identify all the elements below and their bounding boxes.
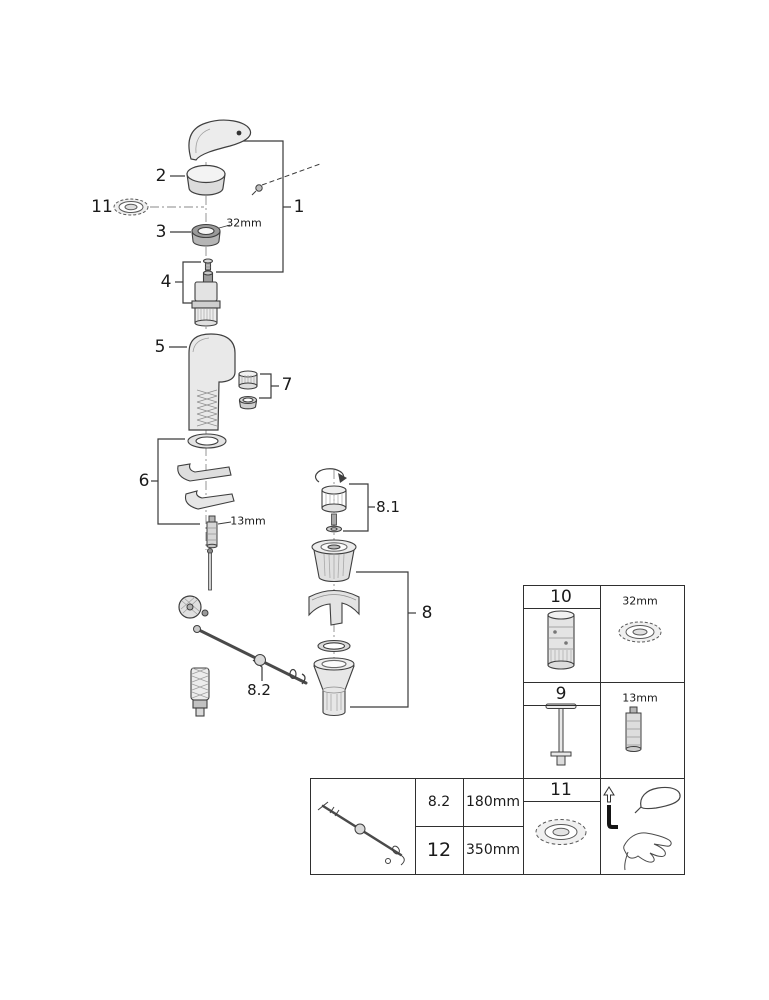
lower-linkage-group [178, 548, 308, 685]
callout-11: 11 [91, 197, 113, 217]
threaded-shank-hatch [196, 389, 218, 427]
parts-table-id-9: 9 [555, 684, 567, 704]
callout-7: 7 [281, 375, 293, 395]
cartridge-group [191, 258, 221, 327]
dim-label-13mm: 13mm [230, 514, 266, 528]
callout-8: 8 [421, 603, 433, 623]
callout-8-2: 8.2 [247, 681, 271, 699]
length-table-id-12: 12 [426, 839, 452, 861]
thumb-ring-11 [535, 819, 587, 845]
drain-flange-part [311, 539, 357, 583]
parts-table-id-11: 11 [550, 780, 572, 800]
handle-screw-part [251, 184, 263, 196]
thumb-ring-32mm [618, 621, 662, 643]
length-table-row-divider [415, 826, 523, 827]
drain-saddle-part [308, 589, 360, 626]
callout-6: 6 [138, 471, 150, 491]
parts-table-header-underline-11 [523, 801, 600, 802]
scalloped-ring-part [113, 198, 149, 216]
parts-table-id-10: 10 [550, 587, 572, 607]
faucet-body-part [188, 333, 236, 431]
parts-table [523, 585, 685, 875]
parts-table-row-divider-1 [523, 682, 685, 683]
ring-nut-part [191, 223, 221, 247]
callout-5: 5 [154, 337, 166, 357]
parts-table-header-underline-9 [523, 705, 600, 706]
parts-table-row-divider-2 [523, 778, 685, 779]
parts-table-dim-13mm: 13mm [622, 691, 658, 705]
thumb-part-10 [547, 610, 575, 670]
length-table-value-180mm: 180mm [466, 794, 520, 810]
callout-2: 2 [155, 166, 167, 186]
flex-hose-part [190, 667, 210, 717]
callout-brackets [151, 140, 416, 708]
length-table-id-8-2: 8.2 [427, 794, 451, 810]
pullrod-13mm-part [206, 515, 218, 549]
length-table-value-350mm: 350mm [466, 842, 520, 858]
cap-part [186, 164, 226, 196]
callout-1: 1 [293, 197, 305, 217]
aerator-group [238, 370, 258, 410]
thumb-rod-12 [317, 801, 405, 866]
thumb-part-13mm [625, 706, 642, 752]
callout-4: 4 [160, 272, 172, 292]
drain-oring-part [317, 639, 351, 653]
parts-table-dim-32mm: 32mm [622, 594, 658, 608]
mounting-hardware-group [177, 433, 235, 510]
length-table [310, 778, 524, 875]
thumb-lever-icon [634, 786, 681, 814]
lever-handle-part [188, 119, 252, 161]
thumb-hand-icon [623, 832, 672, 871]
dim-label-32mm: 32mm [226, 216, 262, 230]
thumb-allen-key-icon [607, 805, 618, 829]
thumb-arrow-up-icon [603, 786, 615, 803]
drain-plug-group [314, 468, 347, 533]
parts-table-header-underline-10 [523, 608, 600, 609]
callout-8-1: 8.1 [376, 498, 400, 516]
drain-body-part [313, 657, 355, 717]
callout-3: 3 [155, 222, 167, 242]
parts-table-col-divider [600, 585, 601, 875]
